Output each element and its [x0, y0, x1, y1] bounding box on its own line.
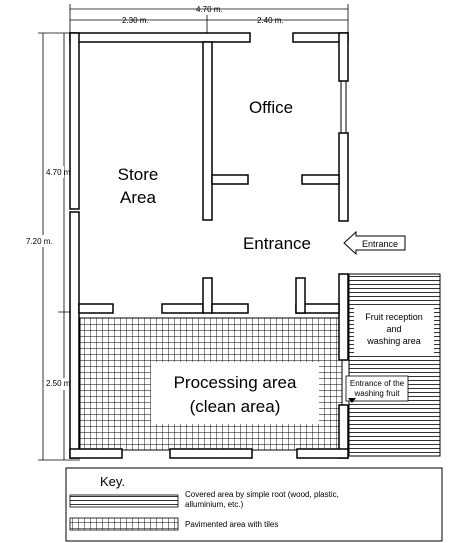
processing-area-sublabel: (clean area) [190, 397, 281, 416]
fruit-reception-label: Fruit reception [365, 312, 423, 322]
washing-entrance-label: Entrance of the [350, 379, 405, 388]
dimension-top [69, 4, 349, 36]
walls [69, 32, 349, 459]
dim-lower-height: 2.50 m. [46, 379, 73, 388]
washing-entrance-label-2: washing fruit [354, 389, 401, 398]
key-tiles-swatch [69, 517, 179, 531]
entrance-arrow-icon [343, 230, 406, 256]
office-window [340, 81, 347, 133]
entrance-arrow-label: Entrance [362, 239, 398, 249]
entrance-label: Entrance [243, 234, 311, 253]
key-covered-label-2: alluminium, etc.) [185, 500, 244, 509]
washing-entrance-arrow-icon [348, 398, 356, 403]
covered-roof-area [348, 273, 441, 457]
key-roof-swatch [69, 494, 179, 508]
key-tiles-label: Pavimented area with tiles [185, 520, 278, 529]
washing-entrance-box [345, 375, 409, 402]
fruit-reception-label-3: washing area [366, 336, 421, 346]
store-area-label-2: Area [120, 188, 156, 207]
dim-upper-height: 4.70 m. [46, 168, 73, 177]
dim-total-height: 7.20 m. [26, 237, 53, 246]
fruit-label-box [354, 307, 434, 354]
processing-label-box [151, 362, 319, 424]
processing-area-label: Processing area [174, 373, 297, 392]
dim-left-width: 2.30 m. [122, 16, 149, 25]
dim-right-width: 2.40 m. [257, 16, 284, 25]
key-title: Key. [100, 474, 125, 489]
key-covered-label: Covered area by simple root (wood, plast… [185, 490, 339, 499]
fruit-reception-label-2: and [386, 324, 401, 334]
dim-total-width: 4.70 m. [196, 5, 223, 14]
store-area-label: Store [118, 165, 159, 184]
office-label: Office [249, 98, 293, 117]
